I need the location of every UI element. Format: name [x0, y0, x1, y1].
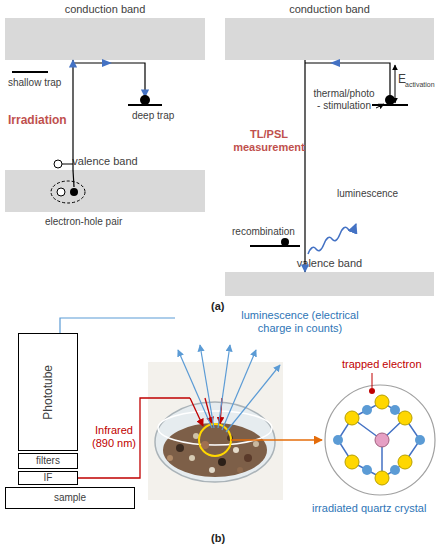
- node-text: filters: [36, 455, 60, 467]
- trap-level: [12, 71, 48, 73]
- oxygen-atom: [415, 435, 425, 445]
- silicon-atom: [398, 411, 412, 425]
- panel-label: (a): [211, 300, 224, 313]
- grain: [218, 458, 226, 466]
- electron-path: [73, 63, 145, 97]
- electron-dot: [385, 95, 395, 105]
- zoom-arrow: [231, 439, 322, 441]
- node-text: conduction band: [5, 3, 205, 16]
- luminescence-ray: [222, 350, 256, 430]
- arrow-head: [330, 59, 340, 67]
- stimulation-label: thermal/photo - stimulation: [312, 88, 376, 111]
- node-text: conduction band: [225, 3, 434, 16]
- grain: [167, 455, 173, 461]
- arrow-head: [102, 59, 112, 67]
- infrared-arrow: [190, 398, 203, 426]
- infrared-arrow: [220, 398, 222, 424]
- grain: [201, 441, 209, 449]
- filter-box: IF: [18, 471, 78, 485]
- pair-label: electron-hole pair: [45, 216, 122, 228]
- light-wave: [308, 224, 356, 254]
- node-text: Phototube: [42, 365, 54, 420]
- callout-label: trapped electron: [342, 358, 422, 371]
- trap-label: shallow trap: [8, 77, 61, 89]
- filter-box: filters: [18, 453, 78, 469]
- impurity-atom: [375, 433, 389, 447]
- quartz-grains: [163, 423, 267, 477]
- detector-box: Phototube: [18, 333, 78, 451]
- luminescence-ray: [226, 365, 280, 432]
- oxygen-atom: [390, 405, 400, 415]
- sample-photo: [148, 362, 283, 500]
- stimulus-label: Infrared (890 nm): [90, 424, 138, 449]
- trap-level: [250, 245, 300, 247]
- grain: [244, 454, 252, 462]
- silicon-atom: [398, 455, 412, 469]
- step-title: TL/PSL measurement: [228, 128, 310, 153]
- electron-dot: [281, 238, 289, 246]
- energy-arrow: [395, 65, 396, 103]
- hole-link: [62, 164, 73, 165]
- node-text: valence band: [225, 257, 434, 270]
- transition-arrow: [304, 60, 305, 272]
- energy-band: conduction band: [5, 18, 205, 60]
- luminescence-ray: [178, 350, 212, 428]
- step-title: Irradiation: [8, 114, 67, 128]
- oxygen-atom: [362, 405, 372, 415]
- infrared-arrow: [205, 398, 212, 424]
- grain: [233, 447, 239, 453]
- signal-line: [60, 318, 175, 333]
- highlight-circle: [199, 424, 231, 456]
- energy-band: valence band: [225, 272, 434, 296]
- energy-symbol: E: [398, 73, 406, 87]
- leader-line: [372, 373, 373, 388]
- energy-band: conduction band: [225, 18, 434, 60]
- sample-box: sample: [5, 487, 135, 509]
- panel-label: (b): [211, 532, 225, 545]
- luminescence-ray: [200, 345, 214, 428]
- trap-level: [128, 104, 162, 106]
- signal-label: luminescence (electrical charge in count…: [230, 309, 370, 334]
- oxygen-atom: [362, 465, 372, 475]
- grain: [227, 435, 233, 441]
- luminescence-label: luminescence: [337, 188, 398, 200]
- grain: [176, 444, 184, 452]
- silicon-atom: [375, 471, 389, 485]
- crystal-bonds: [338, 402, 420, 478]
- trap-level: [372, 104, 408, 106]
- callout-label: irradiated quartz crystal: [312, 502, 426, 515]
- stimulation-arrow: [376, 104, 384, 108]
- electron-dot: [140, 95, 150, 105]
- silicon-atom: [345, 455, 359, 469]
- hole-dot: [54, 160, 62, 168]
- crystal-circle: [325, 385, 435, 495]
- oxygen-atom: [390, 465, 400, 475]
- grain: [193, 433, 199, 439]
- silicon-atom: [345, 411, 359, 425]
- trap-label: deep trap: [132, 110, 174, 122]
- infrared-path: [78, 398, 190, 478]
- oxygen-atom: [333, 435, 343, 445]
- node-text: IF: [44, 472, 53, 484]
- trapped-electron-dot: [369, 388, 375, 394]
- energy-subscript: activation: [405, 81, 435, 89]
- luminescence-ray: [218, 345, 230, 428]
- energy-band: valence band: [5, 170, 205, 212]
- recombination-label: recombination: [232, 226, 295, 238]
- silicon-atom: [375, 395, 389, 409]
- dish-rim: [158, 411, 272, 445]
- node-text: sample: [54, 492, 86, 504]
- node-text: valence band: [5, 155, 205, 168]
- grain: [253, 441, 259, 447]
- grain: [189, 455, 195, 461]
- grain: [209, 467, 215, 473]
- transition-arrow: [72, 60, 73, 170]
- glass-dish: [155, 402, 275, 482]
- grain: [237, 467, 243, 473]
